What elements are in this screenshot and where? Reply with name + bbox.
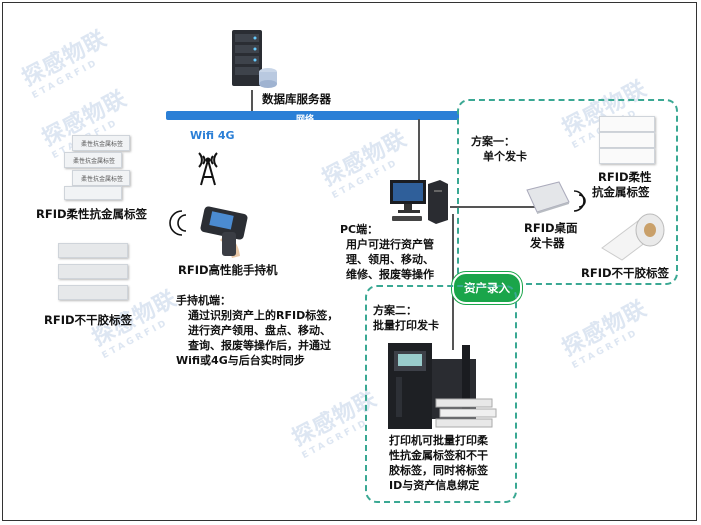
printer-desc-line: 性抗金属标签和不干 — [389, 449, 488, 462]
left-dry-inlay-label: RFID不干胶标签 — [44, 313, 133, 327]
handheld-desc-line: 查询、报废等操作后，并通过 — [188, 339, 331, 352]
tag-roll-icon — [601, 213, 665, 261]
printer-desc-line: 胶标签，同时将标签 — [389, 464, 488, 477]
pc-computer-icon — [390, 180, 448, 224]
scheme2-box — [365, 285, 517, 503]
scheme2-subtitle: 批量打印发卡 — [373, 319, 439, 332]
pc-desc-line: 用户可进行资产管 — [346, 238, 434, 251]
server-connector — [251, 90, 253, 112]
scheme1-metal-tag-image — [599, 132, 655, 148]
wifi-label: Wifi 4G — [190, 129, 235, 142]
printer-desc-line: ID与资产信息绑定 — [389, 479, 480, 492]
network-label: 网络 — [296, 115, 315, 125]
database-server-icon — [232, 30, 277, 88]
handheld-desc-line: 通过识别资产上的RFID标签， — [188, 309, 339, 322]
pc-to-reader-connector — [450, 206, 546, 208]
scheme2-title: 方案二： — [373, 304, 417, 317]
desktop-reader-label: RFID桌面 — [524, 221, 578, 235]
pc-desc-line: 维修、报废等操作 — [346, 268, 434, 281]
handheld-device-icon — [200, 206, 248, 258]
metal-tag-image: 柔性抗金属标签 — [64, 152, 122, 168]
database-server-label: 数据库服务器 — [262, 92, 331, 106]
scheme1-metal-tag-image — [599, 148, 655, 164]
wifi-tower-icon — [198, 152, 218, 186]
scheme1-subtitle: 单个发卡 — [483, 150, 527, 163]
left-metal-tag-label: RFID柔性抗金属标签 — [36, 207, 148, 221]
dry-inlay-tag-image — [58, 285, 128, 300]
scheme1-metal-tag-image — [599, 116, 655, 132]
metal-tag-image: 柔性抗金属标签 — [72, 135, 130, 151]
printer-icon — [388, 343, 497, 429]
dry-inlay-tag-image — [58, 264, 128, 279]
handheld-desc-line: 手持机端： — [176, 294, 231, 307]
printer-desc-line: 打印机可批量打印柔 — [389, 434, 488, 447]
scheme1-title: 方案一： — [471, 135, 515, 148]
pc-connector — [418, 119, 420, 184]
pc-desc-line: PC端： — [340, 223, 379, 236]
signal-wave-icon — [169, 210, 187, 236]
scheme1-metal-tag-label: 抗金属标签 — [592, 185, 650, 199]
scheme1-box — [457, 99, 678, 285]
handheld-desc-line: 进行资产领用、盘点、移动、 — [188, 324, 331, 337]
scheme1-metal-tag-label: RFID柔性 — [598, 170, 652, 184]
signal-wave-icon — [573, 190, 586, 212]
metal-tag-image — [64, 186, 122, 200]
desktop-reader-icon — [526, 181, 570, 214]
desktop-reader-label: 发卡器 — [530, 236, 565, 250]
metal-tag-image: 柔性抗金属标签 — [72, 170, 130, 186]
handheld-label: RFID高性能手持机 — [178, 263, 278, 277]
scheme1-dry-tag-label: RFID不干胶标签 — [581, 266, 670, 280]
handheld-desc-line: Wifi或4G与后台实时同步 — [176, 354, 305, 367]
network-bar — [166, 111, 459, 120]
dry-inlay-tag-image — [58, 243, 128, 258]
pc-desc-line: 理、领用、移动、 — [346, 253, 434, 266]
